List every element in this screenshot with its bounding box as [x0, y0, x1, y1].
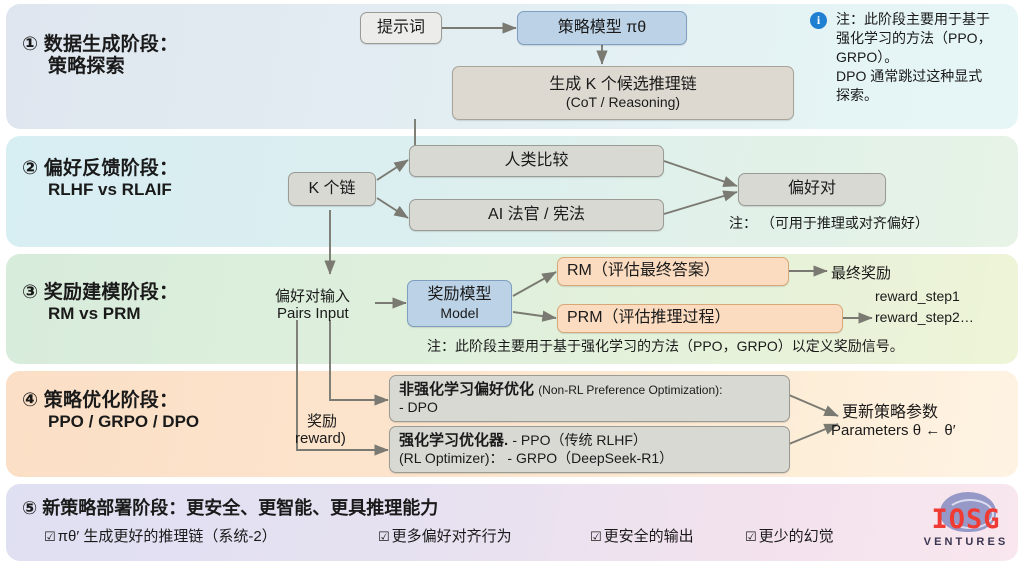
label-final-reward: 最终奖励 — [831, 265, 892, 282]
brain-icon — [940, 492, 996, 532]
node-preference-pairs-label: 偏好对 — [787, 180, 836, 198]
stage-3-heading: ③ 奖励建模阶段： RM vs PRM — [22, 282, 178, 324]
stage-5-number: ⑤ — [22, 498, 38, 518]
label-reward-cn: 奖励 — [307, 413, 338, 430]
stage-4-heading: ④ 策略优化阶段： PPO / GRPO / DPO — [22, 390, 199, 432]
checkbox-icon: ☑ — [590, 529, 602, 544]
stage-1-title: 数据生成阶段： — [43, 34, 179, 55]
stage-1-note-line-4: DPO 通常跳过这种显式 — [836, 67, 983, 84]
stage-1-note-line-2: 强化学习的方法（PPO， — [836, 29, 992, 46]
stage-3-title: 奖励建模阶段： — [43, 282, 179, 303]
stage-1-heading: ① 数据生成阶段： 策略探索 — [22, 34, 178, 79]
stage-4-subtitle: PPO / GRPO / DPO — [48, 412, 200, 432]
label-update-policy-en: Parameters θ ← θ′ — [831, 422, 956, 439]
node-generate-k-line2: (CoT / Reasoning) — [565, 94, 681, 111]
node-ai-judge-label: AI 法官 / 宪法 — [488, 205, 585, 223]
node-non-rl-preference-optimization[interactable]: 非强化学习偏好优化 (Non-RL Preference Optimizatio… — [389, 375, 790, 422]
checklist-item-2: ☑更多偏好对齐行为 — [378, 525, 512, 546]
checkbox-icon: ☑ — [745, 529, 757, 544]
label-reward-step2: reward_step2… — [875, 309, 974, 325]
node-k-chains[interactable]: K 个链 — [288, 172, 376, 206]
stage-5-title: 新策略部署阶段：更安全、更智能、更具推理能力 — [42, 498, 439, 518]
label-update-policy-cn: 更新策略参数 — [842, 404, 939, 421]
node-rm[interactable]: RM（评估最终答案） — [557, 257, 789, 286]
checklist-item-2-label: 更多偏好对齐行为 — [391, 528, 512, 545]
node-rl-item-ppo: - PPO（传统 RLHF） — [512, 432, 647, 449]
node-nonrl-title-cn: 非强化学习偏好优化 — [399, 381, 535, 399]
node-rl-title-cn: 强化学习优化器. — [399, 432, 509, 450]
checklist-item-4: ☑更少的幻觉 — [745, 525, 834, 546]
node-preference-pairs[interactable]: 偏好对 — [738, 173, 886, 206]
stage-1-note: 注：此阶段主要用于基于 强化学习的方法（PPO， GRPO）。 DPO 通常跳过… — [836, 10, 992, 104]
checklist-item-3-label: 更安全的输出 — [603, 528, 694, 545]
node-human-comparison-label: 人类比较 — [504, 151, 569, 169]
stage-1-subtitle: 策略探索 — [48, 56, 125, 78]
node-policy-model[interactable]: 策略模型 πθ — [517, 11, 687, 45]
node-rl-optimizer[interactable]: 强化学习优化器. - PPO（传统 RLHF） (RL Optimizer)： … — [389, 426, 790, 473]
node-rl-item-grpo: - GRPO（DeepSeek-R1） — [507, 450, 674, 467]
stage-2-number: ② — [22, 158, 39, 179]
checklist-item-3: ☑更安全的输出 — [590, 525, 694, 546]
info-icon: i — [810, 12, 827, 29]
stage-4-title: 策略优化阶段： — [43, 390, 179, 411]
stage-1-note-line-1: 注：此阶段主要用于基于 — [836, 11, 990, 27]
node-ai-judge[interactable]: AI 法官 / 宪法 — [409, 199, 664, 231]
label-reward-en: reward) — [295, 430, 346, 447]
stage-2-note: 注： （可用于推理或对齐偏好） — [729, 215, 929, 231]
node-human-comparison[interactable]: 人类比较 — [409, 145, 664, 177]
node-rm-label: RM（评估最终答案） — [567, 262, 720, 280]
checkbox-icon: ☑ — [378, 529, 390, 544]
node-reward-model[interactable]: 奖励模型 Model — [407, 280, 512, 327]
node-prm[interactable]: PRM（评估推理过程） — [557, 304, 843, 333]
node-prompt[interactable]: 提示词 — [360, 12, 442, 44]
checklist-item-4-label: 更少的幻觉 — [758, 528, 834, 545]
logo-subtitle: VENTURES — [923, 536, 1009, 548]
stage-2-heading: ② 偏好反馈阶段： RLHF vs RLAIF — [22, 158, 178, 200]
label-reward-step1: reward_step1 — [875, 288, 960, 304]
stage-4-number: ④ — [22, 390, 39, 411]
stage-band-5 — [6, 484, 1018, 561]
stage-5-heading: ⑤ 新策略部署阶段：更安全、更智能、更具推理能力 — [22, 494, 438, 520]
node-policy-model-label: 策略模型 πθ — [557, 18, 647, 36]
iosg-ventures-logo: IOSG VENTURES — [918, 492, 1014, 558]
stage-3-subtitle: RM vs PRM — [48, 304, 141, 324]
stage-band-3 — [6, 254, 1018, 364]
checkbox-icon: ☑ — [44, 529, 56, 544]
node-reward-model-cn: 奖励模型 — [427, 286, 492, 304]
node-prm-label: PRM（评估推理过程） — [567, 309, 731, 327]
node-reward-model-en: Model — [440, 304, 479, 321]
stage-2-title: 偏好反馈阶段： — [43, 158, 179, 179]
checklist-item-1-label: πθ′ 生成更好的推理链（系统-2） — [57, 528, 277, 545]
node-rl-title-en: (RL Optimizer)： — [399, 450, 504, 467]
stage-1-note-line-3: GRPO）。 — [836, 48, 899, 65]
node-prompt-label: 提示词 — [376, 18, 425, 36]
node-generate-k-chains[interactable]: 生成 K 个候选推理链 (CoT / Reasoning) — [452, 66, 794, 120]
stage-1-number: ① — [22, 34, 39, 55]
logo-wordmark: IOSG — [931, 504, 1001, 535]
checklist-item-1: ☑πθ′ 生成更好的推理链（系统-2） — [44, 525, 277, 546]
label-pairs-input-cn: 偏好对输入 — [275, 288, 351, 305]
node-nonrl-title-en: (Non-RL Preference Optimization): — [538, 383, 723, 398]
node-nonrl-item-dpo: - DPO — [399, 399, 438, 416]
stage-1-note-line-5: 探索。 — [836, 86, 878, 103]
stage-2-subtitle: RLHF vs RLAIF — [48, 180, 172, 200]
node-generate-k-line1: 生成 K 个候选推理链 — [549, 75, 697, 93]
node-k-chains-label: K 个链 — [308, 179, 356, 197]
stage-3-note: 注：此阶段主要用于基于强化学习的方法（PPO，GRPO）以定义奖励信号。 — [427, 338, 904, 354]
label-pairs-input-en: Pairs Input — [277, 305, 349, 322]
stage-3-number: ③ — [22, 282, 39, 303]
